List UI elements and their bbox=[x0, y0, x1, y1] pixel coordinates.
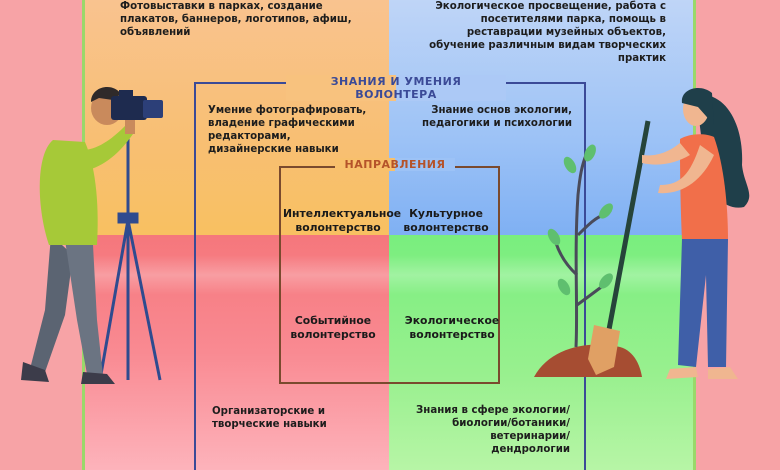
soil-mound-icon bbox=[534, 344, 642, 377]
skills-frame-title: ЗНАНИЯ И УМЕНИЯ ВОЛОНТЕРА bbox=[286, 75, 506, 101]
direction-ecological: Экологическое волонтерство bbox=[404, 314, 500, 341]
direction-intellectual: Интеллектуальное волонтерство bbox=[283, 207, 402, 234]
quadrant-fade bbox=[82, 255, 696, 295]
direction-cultural: Культурное волонтерство bbox=[403, 207, 489, 234]
quadrant-panel: Фотовыставки в парках, создание плакатов… bbox=[82, 0, 696, 470]
photographer-with-camera-icon bbox=[21, 87, 163, 384]
direction-event: Событийное волонтерство bbox=[290, 314, 376, 341]
quadrant-cultural bbox=[389, 0, 696, 235]
skill-bottom-left: Организаторские и творческие навыки bbox=[212, 406, 327, 430]
woman-planting-tree-icon bbox=[534, 88, 750, 379]
shovel-icon bbox=[588, 120, 651, 375]
sapling-icon bbox=[554, 154, 605, 348]
skill-bottom-right: Знания в сфере экологии/ биологии/ботани… bbox=[416, 405, 570, 455]
activity-top-left: Фотовыставки в парках, создание плакатов… bbox=[120, 1, 352, 38]
quadrant-ecological bbox=[389, 235, 696, 470]
skill-top-right: Знание основ экологии, педагогики и псих… bbox=[422, 105, 572, 129]
activity-top-right: Экологическое просвещение, работа с посе… bbox=[429, 1, 666, 64]
quadrant-event bbox=[82, 235, 389, 470]
tripod-icon bbox=[98, 135, 162, 381]
directions-frame bbox=[279, 166, 500, 384]
directions-frame-title: НАПРАВЛЕНИЯ bbox=[335, 158, 455, 171]
skill-top-left: Умение фотографировать, владение графиче… bbox=[208, 105, 367, 155]
